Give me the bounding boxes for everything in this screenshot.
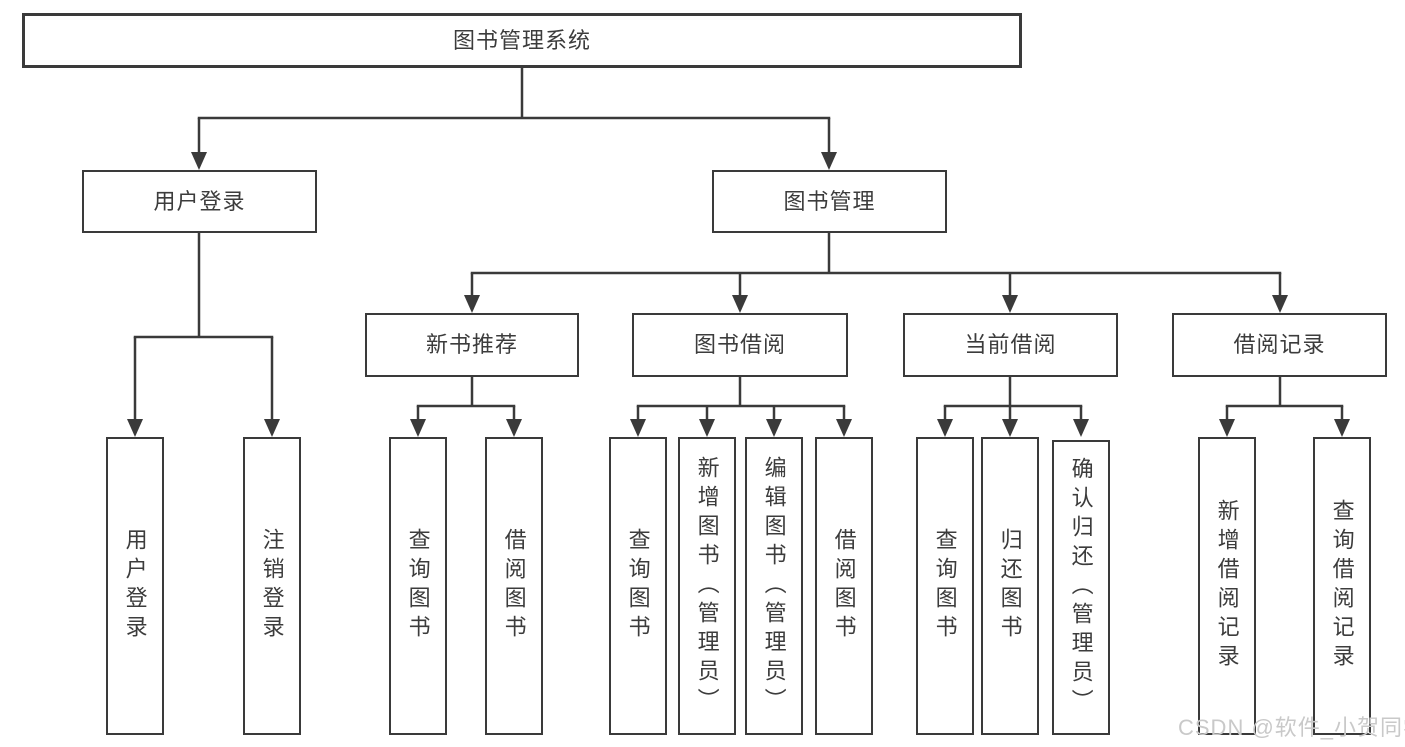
- edge-user-login-branch: [133, 233, 274, 339]
- node-book-borrow: 图书借阅: [632, 313, 848, 377]
- node-leaf-add-borrow-record: 新增借阅记录: [1198, 437, 1256, 735]
- node-library-system: 图书管理系统: [22, 13, 1022, 68]
- node-user-login: 用户登录: [82, 170, 317, 233]
- node-leaf-edit-books-admin: 编辑图书（管理员）: [745, 437, 803, 735]
- edge-borrow-records-branch: [1225, 377, 1344, 408]
- node-leaf-borrow-books-recommend: 借阅图书: [485, 437, 543, 735]
- node-leaf-query-books-borrow: 查询图书: [609, 437, 667, 735]
- node-leaf-add-books-admin: 新增图书（管理员）: [678, 437, 736, 735]
- node-leaf-query-books-current: 查询图书: [916, 437, 974, 735]
- node-leaf-return-books: 归还图书: [981, 437, 1039, 735]
- node-leaf-query-borrow-record: 查询借阅记录: [1313, 437, 1371, 735]
- edge-book-management-branch: [470, 233, 1282, 275]
- edge-current-borrow-branch: [943, 377, 1083, 408]
- node-leaf-borrow-books: 借阅图书: [815, 437, 873, 735]
- node-current-borrow: 当前借阅: [903, 313, 1118, 377]
- csdn-watermark: CSDN @软件_小贺同学: [1178, 715, 1405, 740]
- node-book-management: 图书管理: [712, 170, 947, 233]
- edge-new-book-branch: [416, 377, 516, 408]
- node-leaf-confirm-return-admin: 确认归还（管理员）: [1052, 440, 1110, 735]
- node-leaf-logout: 注销登录: [243, 437, 301, 735]
- node-leaf-user-login: 用户登录: [106, 437, 164, 735]
- edge-book-borrow-branch: [636, 377, 846, 408]
- node-leaf-query-books-recommend: 查询图书: [389, 437, 447, 735]
- node-borrow-records: 借阅记录: [1172, 313, 1387, 377]
- node-new-book-recommend: 新书推荐: [365, 313, 579, 377]
- arrowheads: [127, 152, 1350, 437]
